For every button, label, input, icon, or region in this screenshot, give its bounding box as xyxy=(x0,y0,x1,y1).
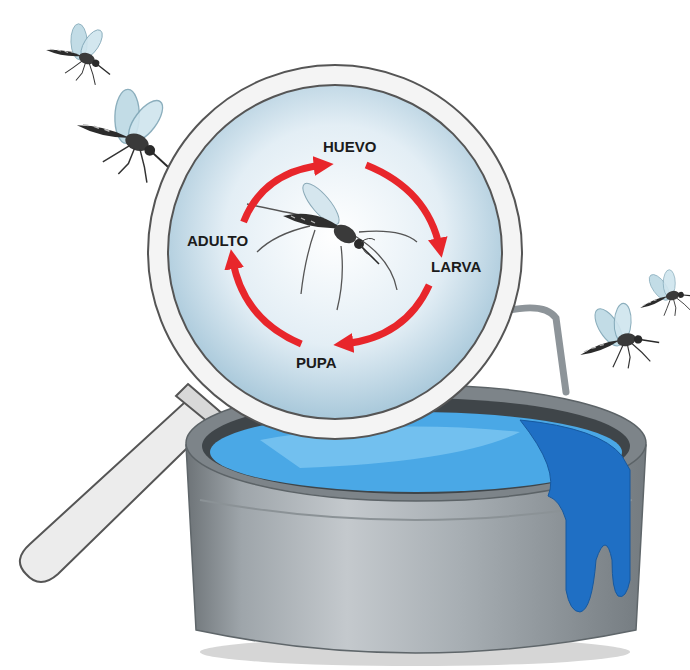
cycle-arrow xyxy=(366,165,440,248)
central-mosquito xyxy=(247,178,417,310)
stage-label: ADULTO xyxy=(184,230,251,251)
stage-text: LARVA xyxy=(431,258,481,275)
stage-text: ADULTO xyxy=(187,232,248,249)
cycle-arrow xyxy=(244,165,324,222)
cycle-arrow xyxy=(343,285,429,344)
magnifier-lens xyxy=(148,65,522,439)
stage-label: PUPA xyxy=(293,352,340,373)
bucket xyxy=(186,385,646,666)
cycle-arrow xyxy=(233,259,302,344)
stage-text: PUPA xyxy=(296,354,337,371)
stage-text: HUEVO xyxy=(323,138,376,155)
stage-label: LARVA xyxy=(428,256,484,277)
stage-label: HUEVO xyxy=(320,136,379,157)
